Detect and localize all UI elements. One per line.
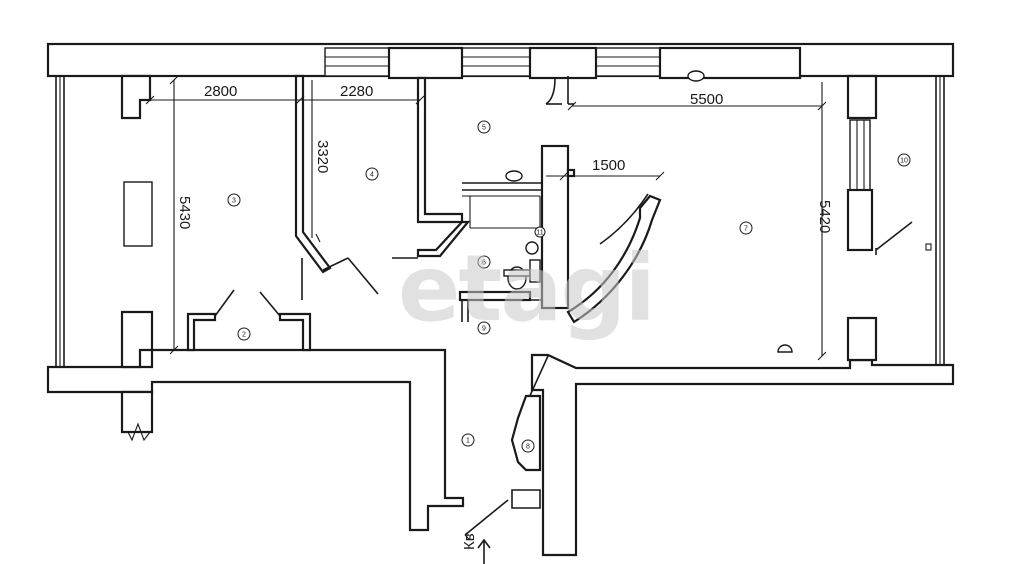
room-marker-7: 7 <box>739 221 753 235</box>
sink-icon <box>505 170 523 182</box>
room-marker-11: 11 <box>534 226 546 238</box>
drain-icon <box>525 241 539 255</box>
right-loggia <box>935 76 945 365</box>
room-marker-6: 6 <box>477 255 491 269</box>
svg-text:7: 7 <box>744 226 748 233</box>
left-piers <box>120 74 154 369</box>
svg-text:2: 2 <box>242 332 246 339</box>
svg-text:8: 8 <box>526 444 530 451</box>
room-marker-5: 5 <box>477 120 491 134</box>
partitions <box>186 74 662 564</box>
dim-label-5430: 5430 <box>176 196 193 229</box>
stair-label: Кв <box>461 533 478 550</box>
dim-label-2280: 2280 <box>340 83 373 100</box>
dim-label-3320: 3320 <box>314 140 331 173</box>
room-marker-3: 3 <box>227 193 241 207</box>
room-marker-1: 1 <box>461 433 475 447</box>
dimension-lines <box>145 75 827 361</box>
svg-text:3: 3 <box>232 198 236 205</box>
dimension-labels: 2800 2280 5500 3320 5430 1500 5420 <box>176 83 833 233</box>
room-marker-10: 10 <box>897 153 911 167</box>
watermark-logo: etagi <box>398 235 654 342</box>
dim-label-5420: 5420 <box>816 200 833 233</box>
dim-label-5500: 5500 <box>690 91 723 108</box>
svg-text:11: 11 <box>536 230 543 237</box>
room-marker-2: 2 <box>237 327 251 341</box>
floor-drain-icon <box>777 344 793 353</box>
svg-text:5: 5 <box>482 125 486 132</box>
room-marker-4: 4 <box>365 167 379 181</box>
top-wall <box>46 42 955 80</box>
svg-text:1: 1 <box>466 438 470 445</box>
room-marker-9: 9 <box>477 321 491 335</box>
room-marker-8: 8 <box>521 439 535 453</box>
svg-text:6: 6 <box>482 260 486 267</box>
right-piers <box>846 74 932 362</box>
dim-label-2800: 2800 <box>204 83 237 100</box>
bottom-wall-right <box>530 353 955 557</box>
dim-label-1500: 1500 <box>592 157 625 174</box>
svg-text:10: 10 <box>900 158 908 165</box>
room-markers: 1 2 3 4 5 6 7 8 <box>227 120 911 453</box>
svg-text:9: 9 <box>482 326 486 333</box>
fixtures <box>123 70 793 353</box>
radiator-block <box>123 181 153 247</box>
svg-text:4: 4 <box>370 172 374 179</box>
bottom-wall-left <box>46 348 465 532</box>
left-loggia <box>55 76 65 370</box>
